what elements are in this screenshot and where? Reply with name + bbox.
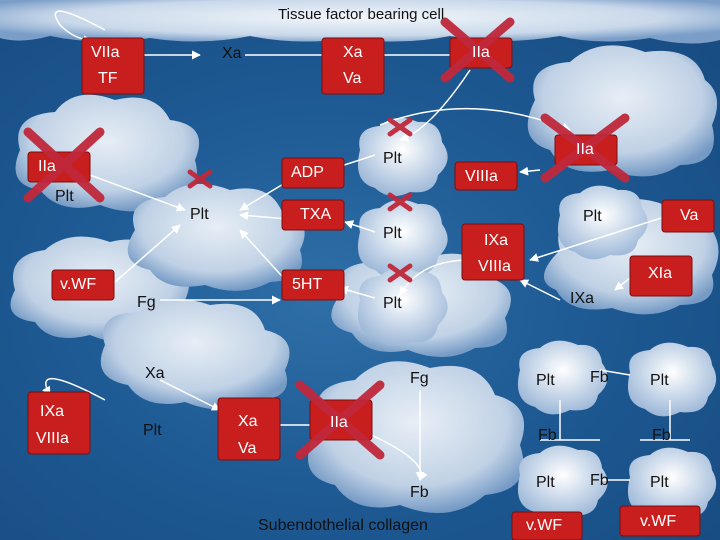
label-xa-mid: Xa <box>343 44 363 61</box>
box-viiia <box>454 161 518 191</box>
box-txa <box>281 199 345 231</box>
cross-small-2 <box>387 117 413 137</box>
label-vwf-g1: v.WF <box>526 517 563 534</box>
label-fb-g4: Fb <box>590 472 609 489</box>
label-ixa-ll: IXa <box>40 403 65 420</box>
label-plt-g4: Plt <box>650 474 669 491</box>
label-xia: XIa <box>648 265 673 282</box>
box-xa-va-low <box>217 397 281 461</box>
platelet-8 <box>627 447 717 522</box>
box-adp <box>281 157 345 189</box>
label-viiia-c: VIIIa <box>465 168 498 185</box>
label-xa-low: Xa <box>145 365 165 382</box>
platelet-2 <box>357 199 448 279</box>
label-iia-low: IIa <box>330 414 348 431</box>
label-xa-top: Xa <box>222 45 242 62</box>
diagram-title: Tissue factor bearing cell <box>278 6 445 23</box>
label-plt-left: Plt <box>55 188 74 205</box>
label-plt-c1: Plt <box>383 150 402 167</box>
platelet-6 <box>627 342 717 417</box>
label-fb-g2: Fb <box>538 427 557 444</box>
tissue-factor-cell <box>0 0 720 44</box>
label-5ht: 5HT <box>292 276 323 293</box>
platelet-7 <box>517 445 608 520</box>
platelet-1 <box>357 117 448 197</box>
label-iia-top: IIa <box>472 44 490 61</box>
box-vwf-g1 <box>511 511 583 540</box>
label-plt-r: Plt <box>583 208 602 225</box>
cross-iia-left <box>23 127 105 203</box>
label-fg-left: Fg <box>137 294 156 311</box>
arrow-vwf-plt <box>114 224 181 283</box>
box-va-right <box>661 199 715 233</box>
box-xia <box>629 255 693 297</box>
label-vwf-g2: v.WF <box>640 513 677 530</box>
platelet-5 <box>517 340 608 415</box>
cloud-4 <box>100 298 290 410</box>
label-plt-c2: Plt <box>383 225 402 242</box>
arrow-iia-plt-left <box>89 174 186 212</box>
box-vwf-g2 <box>619 505 701 537</box>
label-plt-g1: Plt <box>536 372 555 389</box>
arrow-iia-plt <box>399 69 471 142</box>
label-va-mid: Va <box>343 70 362 87</box>
label-plt-mid: Plt <box>190 206 209 223</box>
label-fb-low: Fb <box>410 484 429 501</box>
arrow-ixa-low <box>519 279 561 301</box>
box-xa-va <box>321 37 385 95</box>
cross-iia-top <box>440 17 515 83</box>
label-viiia-c2: VIIIa <box>478 258 511 275</box>
fibrin-strands <box>540 369 690 481</box>
label-plt-g3: Plt <box>536 474 555 491</box>
arrow-plt-5ht <box>339 285 376 299</box>
arrow-loop-low <box>42 377 106 401</box>
label-fb-g3: Fb <box>652 427 671 444</box>
cloud-3 <box>127 183 305 291</box>
label-adp: ADP <box>291 164 324 181</box>
label-tf: TF <box>98 70 118 87</box>
label-viia: VIIa <box>91 44 120 61</box>
label-plt-g2: Plt <box>650 372 669 389</box>
label-ixa-r: IXa <box>570 290 595 307</box>
arrow-ixa-xa <box>399 259 471 296</box>
label-fb-g1: Fb <box>590 369 609 386</box>
arrow-viiia <box>519 166 541 176</box>
label-xa-ll2: Xa <box>238 413 258 430</box>
box-vwf-left <box>51 269 115 301</box>
label-va-ll2: Va <box>238 440 257 457</box>
label-txa: TXA <box>300 206 332 223</box>
label-ixa-c: IXa <box>484 232 509 249</box>
label-vwf-left: v.WF <box>60 276 97 293</box>
cross-small-4 <box>387 263 413 283</box>
label-viiia-ll: VIIIa <box>36 430 69 447</box>
label-plt-c3: Plt <box>383 295 402 312</box>
box-5ht <box>281 269 345 301</box>
box-viia-tf <box>81 37 145 95</box>
cross-iia-low <box>295 380 385 460</box>
label-va-r: Va <box>680 207 699 224</box>
box-ixa-viiia-low <box>27 391 91 455</box>
arrow-xa-low <box>159 379 221 411</box>
inhibition-crosses <box>23 17 630 460</box>
cross-small-3 <box>387 192 413 212</box>
cross-iia-right <box>540 113 630 183</box>
label-collagen: Subendothelial collagen <box>258 517 428 534</box>
label-fg-low: Fg <box>410 370 429 387</box>
platelet-3 <box>357 267 448 347</box>
label-plt-ll: Plt <box>143 422 162 439</box>
platelet-shapes <box>357 117 717 522</box>
label-iia-r: IIa <box>576 141 594 158</box>
platelet-4 <box>557 185 648 260</box>
arrow-plt-txa <box>344 220 376 233</box>
box-ixa-viiia <box>461 223 525 281</box>
label-iia-left: IIa <box>38 158 56 175</box>
arrow-va <box>529 211 681 262</box>
arrow-loop <box>54 10 106 45</box>
cross-small-1 <box>187 169 213 189</box>
